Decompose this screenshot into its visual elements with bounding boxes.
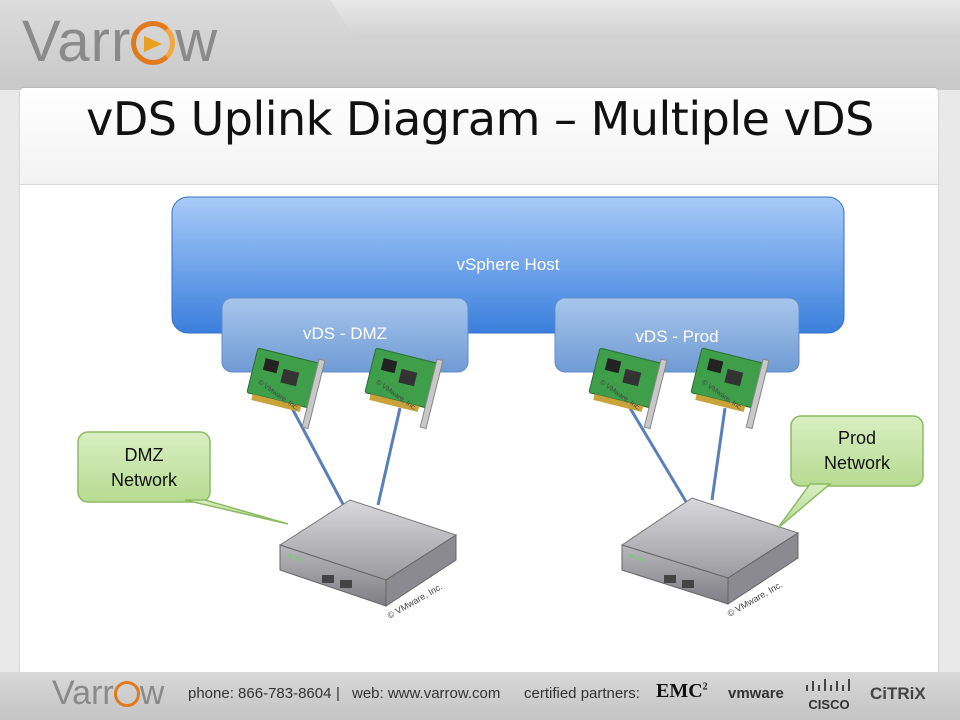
dmz-callout-text: DMZ Network <box>78 443 210 493</box>
footer-phone: phone: 866-783-8604 <box>188 685 332 702</box>
footer-bar <box>0 672 960 720</box>
logo-text-right: w <box>175 9 219 74</box>
prod-switch-icon <box>620 497 800 605</box>
vmware-logo: vmware <box>728 685 784 702</box>
logo-swirl-icon <box>131 21 176 65</box>
logo-text-left: Varr <box>22 9 132 74</box>
cisco-bars-icon <box>806 679 850 691</box>
footer-web[interactable]: web: www.varrow.com <box>352 685 501 702</box>
nic-card-prod-1-icon <box>588 347 668 430</box>
title-band <box>20 88 938 185</box>
vds-dmz-box <box>221 297 469 373</box>
dmz-callout-bubble <box>77 431 289 525</box>
dmz-callout-line2: Network <box>110 470 177 490</box>
prod-callout-text: Prod Network <box>791 426 923 476</box>
footer-logo-left: Varr <box>52 674 114 712</box>
uplink-cable-prod-1 <box>628 407 690 506</box>
slide-title: vDS Uplink Diagram – Multiple vDS <box>86 92 874 146</box>
prod-callout-line1: Prod <box>837 428 877 448</box>
emc-logo: EMC2 <box>656 680 708 703</box>
dmz-callout-line1: DMZ <box>124 445 164 465</box>
vds-prod-label: vDS - Prod <box>635 327 719 346</box>
cisco-logo-text: CISCO <box>808 697 850 712</box>
header-tab <box>330 0 960 38</box>
uplink-cable-dmz-2 <box>376 407 402 506</box>
citrix-logo: CiTRiX <box>870 684 926 703</box>
vds-dmz-label: vDS - DMZ <box>302 324 388 343</box>
vsphere-host-label: vSphere Host <box>456 255 560 274</box>
nic-card-dmz-1-icon <box>246 347 326 430</box>
prod-callout-bubble <box>777 415 924 529</box>
footer-partners-label: certified partners: <box>524 685 640 702</box>
footer-separator: | <box>336 685 340 702</box>
nic-card-prod-2-icon <box>690 347 770 430</box>
prod-callout-line2: Network <box>823 453 890 473</box>
emc-logo-text: EMC <box>656 680 703 702</box>
footer-logo-right: w <box>139 674 165 712</box>
uplink-cable-prod-2 <box>710 407 727 501</box>
dmz-switch-icon <box>278 499 458 607</box>
slide-panel <box>20 88 938 674</box>
uplink-cable-dmz-1 <box>290 407 347 509</box>
cisco-logo: CISCO <box>804 679 854 711</box>
footer-logo-swirl-icon <box>113 681 140 707</box>
emc-logo-sup: 2 <box>702 681 708 693</box>
nic-card-dmz-2-icon <box>364 347 444 430</box>
